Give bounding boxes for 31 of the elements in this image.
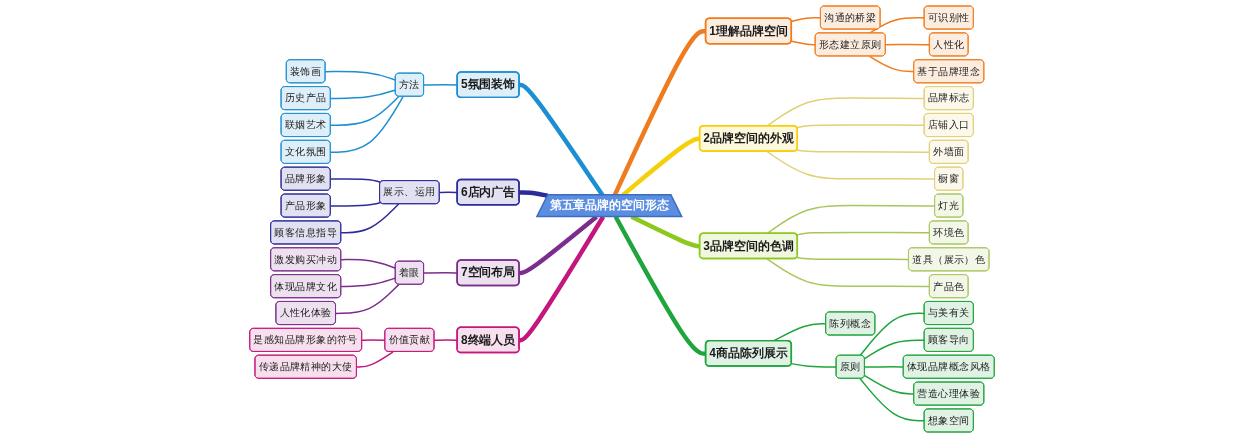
connector <box>361 339 386 341</box>
connector <box>796 256 910 261</box>
connector <box>790 362 838 368</box>
connector <box>340 203 400 234</box>
connector <box>884 43 931 46</box>
connector <box>356 351 394 368</box>
connector <box>329 95 404 153</box>
connector <box>329 95 400 127</box>
connector <box>863 374 915 395</box>
connector <box>859 377 926 422</box>
connector <box>329 201 382 207</box>
connector <box>790 17 822 23</box>
connector <box>324 70 397 81</box>
connector <box>329 178 382 184</box>
connector <box>340 258 397 269</box>
connector <box>859 312 926 357</box>
connector <box>796 231 931 236</box>
connector <box>766 204 936 235</box>
connector <box>863 339 926 360</box>
connector <box>772 323 827 342</box>
connector <box>796 149 931 153</box>
connector <box>329 89 397 100</box>
connector <box>335 283 400 315</box>
connector <box>868 55 915 73</box>
connector <box>796 124 926 129</box>
connector <box>340 277 397 288</box>
connector <box>790 40 817 46</box>
connector <box>864 366 905 368</box>
connector <box>766 150 936 180</box>
connector <box>766 258 931 288</box>
connector <box>766 97 926 127</box>
